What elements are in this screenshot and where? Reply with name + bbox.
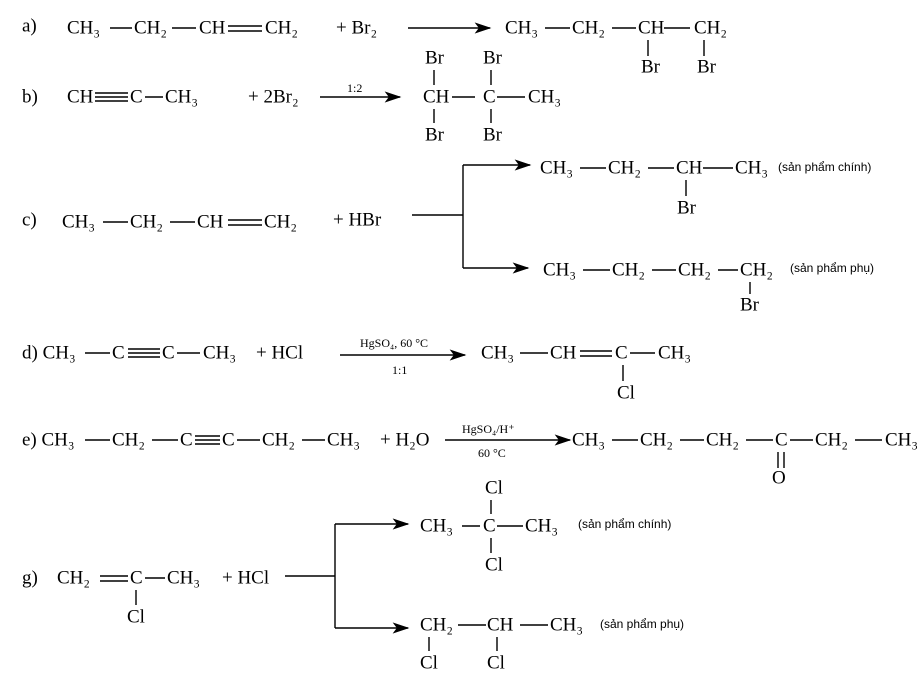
formula: CH₂ (694, 17, 728, 39)
formula: CH (550, 342, 577, 364)
formula: CH₃ (525, 515, 559, 537)
formula: CH₂ (706, 429, 740, 451)
formula: CH₂ (420, 614, 454, 636)
reagent: + Br₂ (336, 17, 378, 39)
substituent: Cl (420, 652, 438, 674)
reaction-ratio: 1:1 (392, 363, 408, 377)
formula: CH₃ (420, 515, 454, 537)
reagent: + HCl (222, 567, 270, 589)
formula: CH (638, 17, 665, 39)
substituent: Br (483, 124, 502, 146)
substituent: Cl (485, 477, 503, 499)
reagent: + HBr (333, 209, 382, 231)
reaction-g-label: g) (22, 567, 38, 589)
formula: CH₃ (540, 157, 574, 179)
formula: CH₂ (265, 17, 299, 39)
formula: CH (67, 86, 94, 108)
formula: C (162, 342, 175, 364)
formula: CH₃ (885, 429, 919, 451)
formula: CH₃ (165, 86, 199, 108)
reaction-a-label: a) (22, 15, 37, 37)
formula: CH₂ (678, 259, 712, 281)
reagent: + H₂O (380, 429, 430, 451)
reaction-e-bonds (85, 434, 882, 468)
formula: C (483, 86, 496, 108)
formula: CH₂ (262, 429, 296, 451)
substituent: Br (697, 56, 716, 78)
formula: CH₂ (815, 429, 849, 451)
reaction-g-bonds (100, 500, 548, 651)
minor-product-note: (sản phẩm phụ) (600, 617, 685, 631)
formula: CH₃ (481, 342, 515, 364)
reaction-c-bonds (103, 159, 751, 294)
reagent: + HCl (256, 342, 304, 364)
formula: CH (423, 86, 450, 108)
substituent: Br (677, 197, 696, 219)
substituent: Br (740, 294, 759, 316)
substituent: Br (483, 47, 502, 69)
reaction-d-bonds (85, 348, 655, 381)
formula: C (775, 429, 788, 451)
substituent: Cl (485, 554, 503, 576)
substituent: Br (641, 56, 660, 78)
reaction-c-label: c) (22, 209, 37, 231)
formula: CH₃ (167, 567, 201, 589)
substituent: O (772, 467, 786, 489)
substituent: Cl (617, 382, 635, 404)
formula: CH (676, 157, 703, 179)
formula: CH (487, 614, 514, 636)
formula: C (130, 86, 143, 108)
formula: C (615, 342, 628, 364)
formula: CH₃ (327, 429, 361, 451)
reaction-b-label: b) (22, 86, 38, 108)
formula: C (180, 429, 193, 451)
minor-product-note: (sản phẩm phụ) (790, 261, 875, 275)
formula: CH₂ (112, 429, 146, 451)
formula: CH₂ (640, 429, 674, 451)
reaction-temperature: 60 °C (478, 446, 506, 460)
substituent: Cl (127, 606, 145, 628)
formula: C (222, 429, 235, 451)
formula: CH₃ (658, 342, 692, 364)
formula: CH₂ (134, 17, 168, 39)
substituent: Cl (487, 652, 505, 674)
formula: C (130, 567, 143, 589)
formula: CH₃ (505, 17, 539, 39)
formula: CH₃ (550, 614, 584, 636)
major-product-note: (sản phẩm chính) (578, 517, 672, 531)
reaction-condition: HgSO₄/H⁺ (462, 422, 515, 436)
substituent: Br (425, 124, 444, 146)
reagent: + 2Br₂ (248, 86, 299, 108)
formula: CH₂ (130, 211, 164, 233)
formula: CH₃ (735, 157, 769, 179)
reaction-b-bonds (95, 70, 525, 123)
formula: CH₃ (62, 211, 96, 233)
formula: C (483, 515, 496, 537)
formula: CH (197, 211, 224, 233)
formula: CH₂ (572, 17, 606, 39)
reaction-condition: HgSO₄, 60 °C (360, 336, 428, 350)
formula: d) CH₃ (22, 342, 76, 364)
formula: CH (199, 17, 226, 39)
formula: CH₃ (572, 429, 606, 451)
formula: C (112, 342, 125, 364)
formula: e) CH₃ (22, 429, 75, 451)
formula: CH₂ (612, 259, 646, 281)
formula: CH₂ (608, 157, 642, 179)
formula: CH₃ (543, 259, 577, 281)
formula: CH₃ (203, 342, 237, 364)
formula: CH₂ (264, 211, 298, 233)
reaction-condition: 1:2 (347, 81, 363, 95)
substituent: Br (425, 47, 444, 69)
formula: CH₃ (67, 17, 101, 39)
major-product-note: (sản phẩm chính) (778, 160, 872, 174)
reaction-a-bonds (110, 22, 705, 56)
formula: CH₂ (57, 567, 91, 589)
formula: CH₃ (528, 86, 562, 108)
formula: CH₂ (740, 259, 774, 281)
